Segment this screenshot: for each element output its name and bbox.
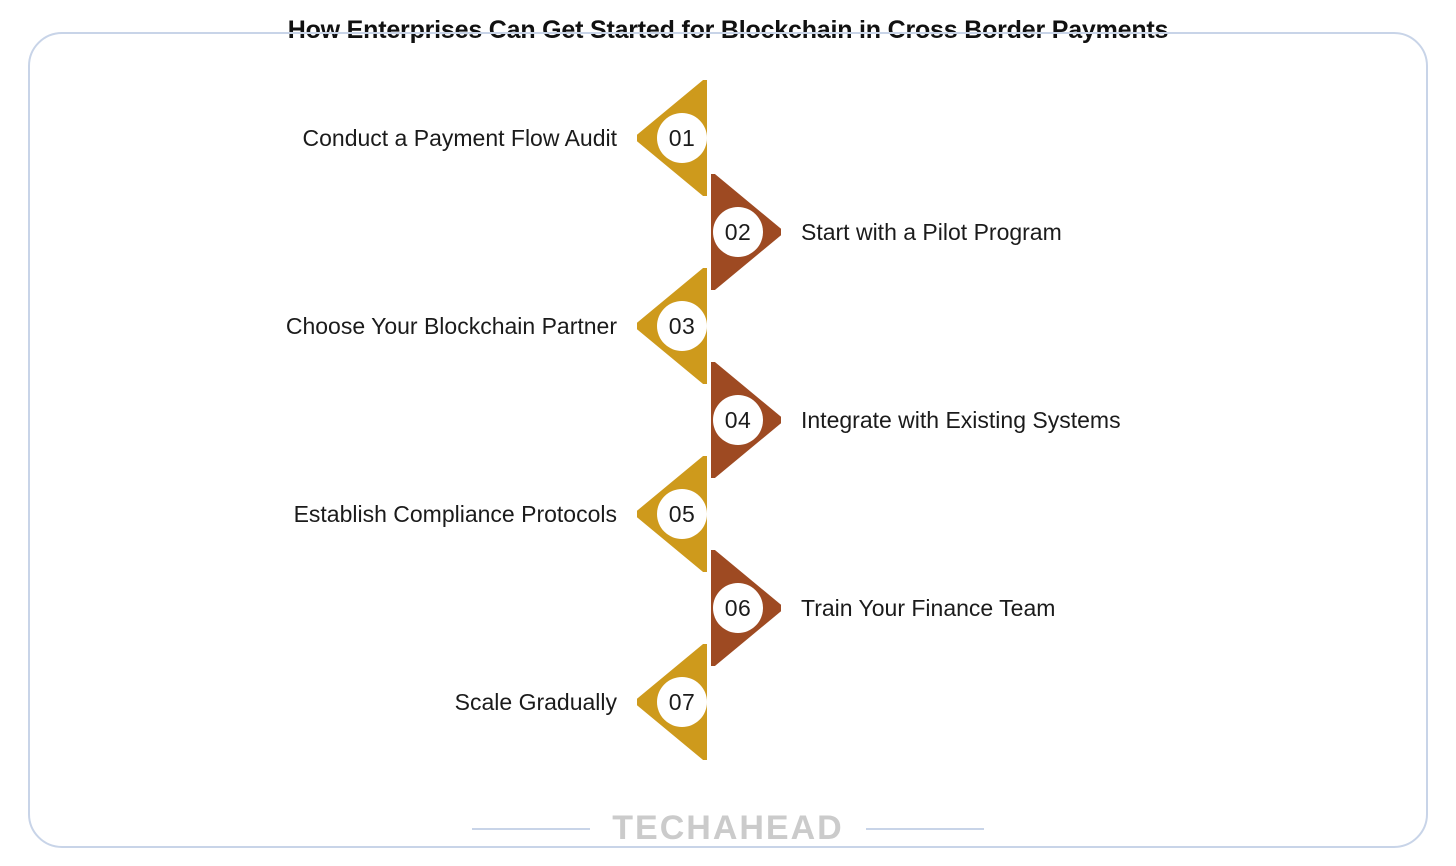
step-label-04: Integrate with Existing Systems [801, 407, 1121, 433]
step-marker-07[interactable]: 07 [637, 644, 777, 760]
step-label-03: Choose Your Blockchain Partner [285, 313, 617, 339]
step-marker-01[interactable]: 01 [637, 80, 777, 196]
step-number-07: 07 [657, 677, 707, 727]
step-label-01: Conduct a Payment Flow Audit [302, 125, 618, 151]
step-number-02: 02 [713, 207, 763, 257]
step-marker-05[interactable]: 05 [637, 456, 777, 572]
page-title: How Enterprises Can Get Started for Bloc… [287, 16, 1169, 44]
footer: TECHAHEAD [0, 809, 1456, 848]
step-label-05: Establish Compliance Protocols [293, 501, 617, 527]
step-marker-03[interactable]: 03 [637, 268, 777, 384]
step-marker-06[interactable]: 06 [711, 550, 851, 666]
step-number-06: 06 [713, 583, 763, 633]
step-number-03: 03 [657, 301, 707, 351]
techahead-logo: TECHAHEAD [612, 809, 844, 847]
step-number-04: 04 [713, 395, 763, 445]
step-label-06: Train Your Finance Team [801, 595, 1056, 621]
step-number-05: 05 [657, 489, 707, 539]
step-marker-02[interactable]: 02 [711, 174, 851, 290]
footer-divider-left [472, 827, 591, 830]
footer-divider-right [865, 827, 984, 830]
step-label-07: Scale Gradually [454, 689, 617, 715]
step-number-01: 01 [657, 113, 707, 163]
step-marker-04[interactable]: 04 [711, 362, 851, 478]
step-label-02: Start with a Pilot Program [801, 219, 1062, 245]
